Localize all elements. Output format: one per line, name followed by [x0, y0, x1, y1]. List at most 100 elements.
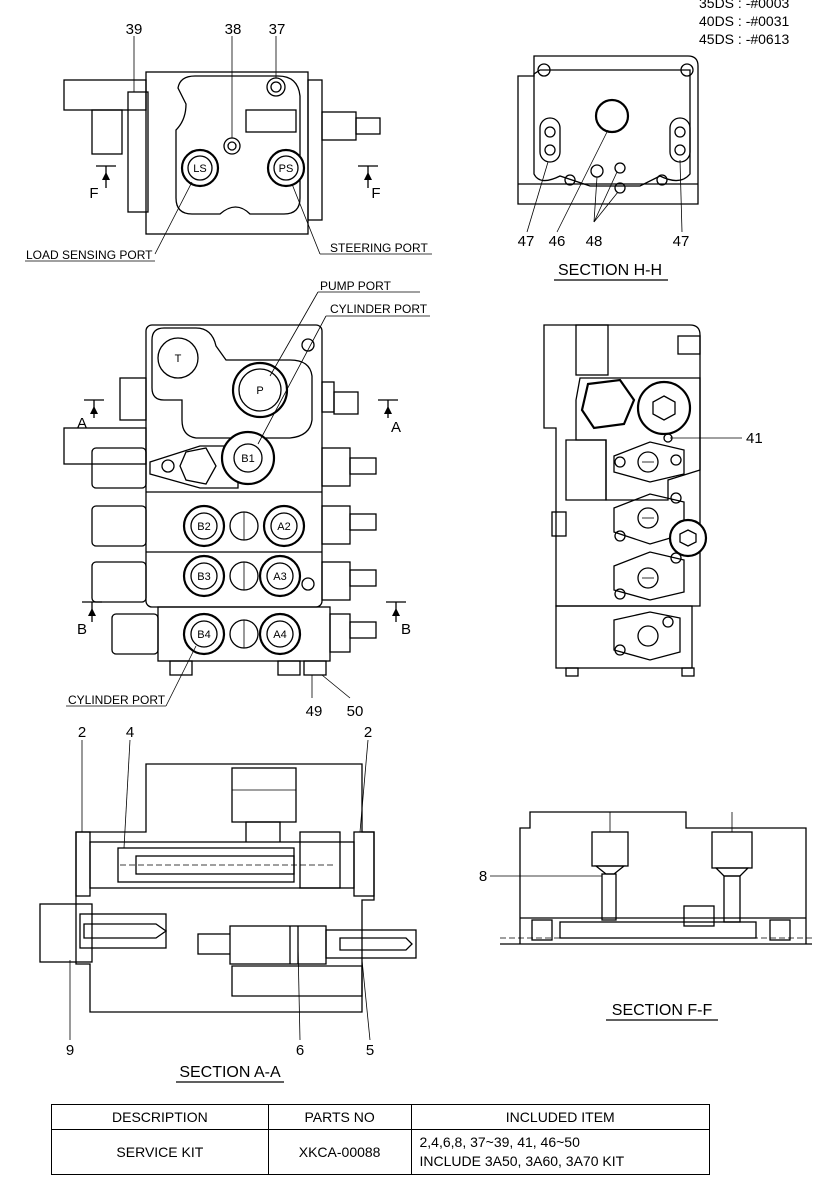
section-hh-bolt	[656, 174, 668, 186]
b2-port-inner	[190, 512, 218, 540]
spool-end-right	[321, 447, 351, 487]
front-view-left-fitting	[119, 377, 147, 421]
section-b-left-label: B	[77, 621, 87, 638]
ls-port-outer	[180, 148, 220, 188]
spool-end-right	[321, 505, 351, 545]
a4-port-label: A4	[273, 629, 286, 641]
spool-cap-left	[91, 447, 147, 489]
spool-clevis-right	[349, 457, 377, 475]
leader-6	[297, 945, 301, 1041]
side-view-plug	[637, 625, 659, 647]
callout-6: 6	[296, 1042, 304, 1059]
section-hh-slot-hole	[544, 126, 556, 138]
spool-end-right	[321, 561, 351, 601]
revision-line: 35DS : -#0003	[699, 0, 790, 11]
section-ff-body	[519, 811, 807, 944]
section-b-right-label: B	[401, 621, 411, 638]
spool-cap-left	[91, 561, 147, 603]
side-view-cover	[575, 377, 701, 501]
section-aa-relief-valve	[325, 929, 417, 959]
b1-port-label: B1	[241, 453, 254, 465]
callout-39: 39	[126, 21, 143, 38]
cell-included-item: 2,4,6,8, 37~39, 41, 46~50 INCLUDE 3A50, …	[410, 1129, 710, 1175]
b4-port-inner	[190, 620, 218, 648]
section-ff-block	[683, 905, 715, 927]
cylinder-port-bottom-label: CYLINDER PORT	[68, 693, 166, 707]
p-port-label: P	[256, 385, 263, 397]
top-view: LS PS F F	[25, 36, 432, 262]
section-f-left-arrow	[102, 172, 110, 180]
side-view-bolt	[614, 644, 626, 656]
a2-port-inner	[270, 512, 298, 540]
callout-2-left: 2	[78, 724, 86, 741]
ps-port-inner	[273, 155, 299, 181]
front-view-foot	[169, 660, 193, 676]
side-view-bolt	[614, 456, 626, 468]
side-view-bolt	[670, 552, 682, 564]
top-view-plug-38-inner	[227, 141, 237, 151]
section-hh-body	[517, 55, 699, 205]
section-aa-relief-needle	[339, 937, 413, 951]
leader-50	[321, 674, 351, 699]
section-ff-port-left	[591, 831, 629, 867]
front-view-foot	[277, 660, 301, 676]
spool-cap-left	[111, 613, 159, 655]
spool-clevis-right	[349, 569, 377, 587]
section-f-right-arrow	[364, 172, 372, 180]
section-hh-view	[517, 55, 699, 233]
side-view-bolt	[670, 454, 682, 466]
top-view-right-flange	[307, 79, 323, 221]
cylinder-port-top-label: CYLINDER PORT	[330, 302, 428, 316]
section-aa-top-port	[231, 767, 297, 823]
ls-port-label: LS	[193, 163, 206, 175]
leader-5	[361, 959, 371, 1041]
callout-9: 9	[66, 1042, 74, 1059]
callout-41: 41	[746, 430, 763, 447]
leader-47-left	[526, 161, 549, 233]
cell-description: SERVICE KIT	[51, 1129, 269, 1175]
revision-line: 45DS : -#0613	[699, 31, 790, 47]
top-view-plug-37	[266, 77, 286, 97]
top-view-right-fitting	[321, 111, 357, 141]
section-ff-title: SECTION F-F	[612, 1002, 713, 1019]
section-aa-top-port-neck	[245, 821, 281, 845]
side-view-right-lug	[677, 335, 701, 355]
side-view-bolt	[662, 616, 674, 628]
section-ff-port-left-taper	[594, 865, 626, 875]
a4-port-outer	[258, 612, 302, 656]
leader-2-right	[359, 739, 369, 833]
section-a-right-arrow	[384, 406, 392, 414]
side-view-hex-socket-small	[679, 529, 697, 547]
b2-port-label: B2	[197, 521, 210, 533]
front-view-inlet-cover	[151, 327, 313, 439]
callout-8: 8	[479, 868, 487, 885]
section-aa-right-cap	[353, 831, 375, 897]
callout-2-right: 2	[364, 724, 372, 741]
section-aa-view	[39, 739, 417, 1041]
section-ff-port-right-taper	[714, 867, 750, 877]
header-description: DESCRIPTION	[51, 1104, 269, 1130]
side-view-foot	[565, 667, 579, 677]
section-b-right-arrow	[392, 608, 400, 616]
b4-port-outer	[182, 612, 226, 656]
side-view-bolt	[614, 530, 626, 542]
front-view-right-flange	[321, 381, 335, 413]
section-hh-slot-left	[539, 117, 561, 163]
section-aa-left-cap	[75, 831, 91, 897]
side-view-foot	[681, 667, 695, 677]
section-ff-right-lug	[769, 919, 791, 941]
callout-37: 37	[269, 21, 286, 38]
front-view: T P	[63, 291, 430, 707]
pump-port-label: PUMP PORT	[320, 279, 392, 293]
revision-list: 35DS : -#0003 40DS : -#0031 45DS : -#061…	[699, 0, 789, 48]
top-view-plug-37-inner	[270, 81, 282, 93]
section-aa-lower-spool	[229, 925, 327, 965]
ps-port-outer	[266, 148, 306, 188]
side-view-hex-port	[636, 380, 692, 436]
side-view-inner-outline	[565, 439, 607, 501]
leader-48a	[593, 176, 598, 223]
top-view-nameplate	[245, 109, 297, 133]
b1-port-outer	[220, 430, 276, 486]
spool-cap-left	[91, 505, 147, 547]
section-b-left-arrow	[88, 608, 96, 616]
